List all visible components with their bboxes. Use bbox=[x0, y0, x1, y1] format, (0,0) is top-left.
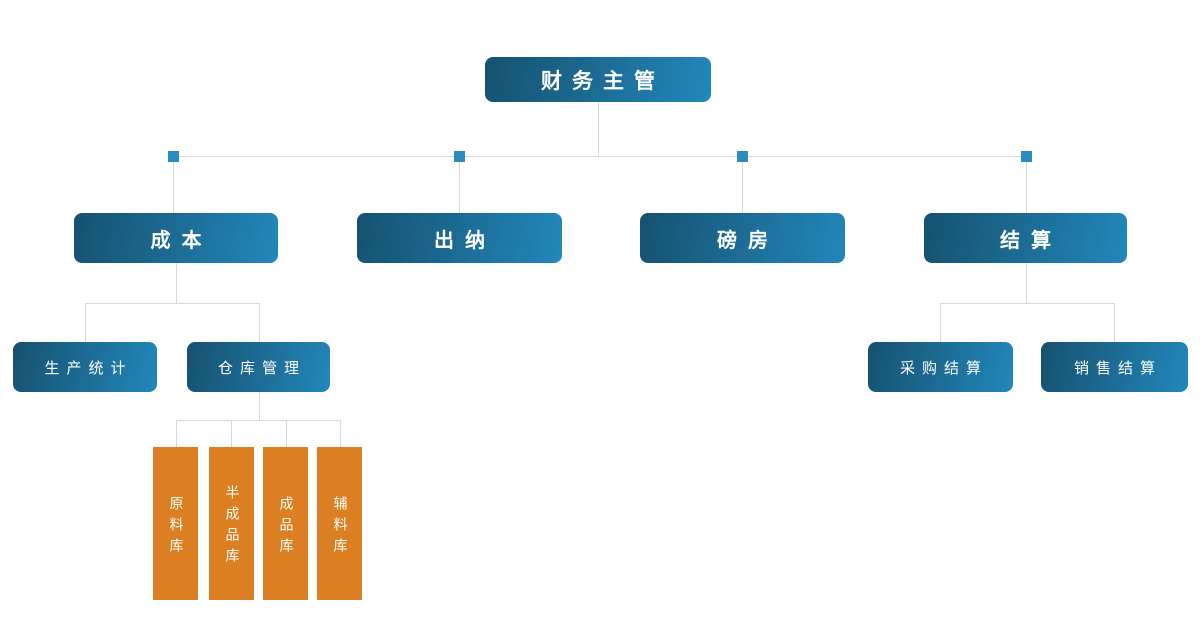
junction-dot bbox=[454, 151, 465, 162]
node-label: 财务主管 bbox=[541, 68, 665, 93]
org-node-cost: 成本 bbox=[74, 213, 278, 263]
connector-line bbox=[259, 303, 260, 342]
node-label: 结算 bbox=[1000, 227, 1062, 252]
org-node-warehouse-mgmt: 仓库管理 bbox=[187, 342, 330, 392]
org-node-finished-goods-store: 成品库 bbox=[263, 447, 308, 600]
connector-line bbox=[1114, 303, 1115, 342]
node-label: 成本 bbox=[150, 227, 213, 252]
org-node-raw-material-store: 原料库 bbox=[153, 447, 198, 600]
junction-dot bbox=[168, 151, 179, 162]
connector-line bbox=[459, 156, 460, 213]
connector-line bbox=[231, 420, 232, 447]
org-node-semi-finished-store: 半成品库 bbox=[209, 447, 254, 600]
connector-line bbox=[173, 156, 1027, 157]
connector-line bbox=[1026, 263, 1027, 303]
connector-line bbox=[1026, 156, 1027, 213]
node-label: 采购结算 bbox=[899, 358, 988, 377]
org-node-finance-director: 财务主管 bbox=[485, 57, 711, 102]
org-node-settlement: 结算 bbox=[924, 213, 1127, 263]
connector-line bbox=[286, 420, 287, 447]
connector-line bbox=[340, 420, 341, 447]
connector-line bbox=[940, 303, 1115, 304]
node-label: 仓库管理 bbox=[217, 358, 306, 377]
org-node-weighbridge: 磅房 bbox=[640, 213, 845, 263]
connector-line bbox=[259, 392, 260, 420]
connector-line bbox=[176, 420, 177, 447]
org-node-auxiliary-material-store: 辅料库 bbox=[317, 447, 362, 600]
node-label: 成品库 bbox=[277, 495, 294, 559]
connector-line bbox=[85, 303, 259, 304]
org-node-sales-settlement: 销售结算 bbox=[1041, 342, 1188, 392]
connector-line bbox=[598, 101, 599, 156]
org-node-cashier: 出纳 bbox=[357, 213, 562, 263]
node-label: 半成品库 bbox=[223, 485, 240, 569]
node-label: 销售结算 bbox=[1073, 358, 1162, 377]
connector-line bbox=[85, 303, 86, 342]
connector-line bbox=[742, 156, 743, 213]
node-label: 出纳 bbox=[434, 227, 496, 252]
junction-dot bbox=[737, 151, 748, 162]
org-node-purchase-settlement: 采购结算 bbox=[868, 342, 1013, 392]
connector-line bbox=[176, 420, 340, 421]
node-label: 辅料库 bbox=[331, 495, 348, 559]
connector-line bbox=[173, 156, 174, 213]
junction-dot bbox=[1021, 151, 1032, 162]
org-node-production-stats: 生产统计 bbox=[13, 342, 157, 392]
node-label: 磅房 bbox=[717, 227, 779, 252]
connector-line bbox=[940, 303, 941, 342]
connector-line bbox=[176, 263, 177, 303]
node-label: 生产统计 bbox=[44, 358, 133, 377]
node-label: 原料库 bbox=[167, 495, 184, 559]
